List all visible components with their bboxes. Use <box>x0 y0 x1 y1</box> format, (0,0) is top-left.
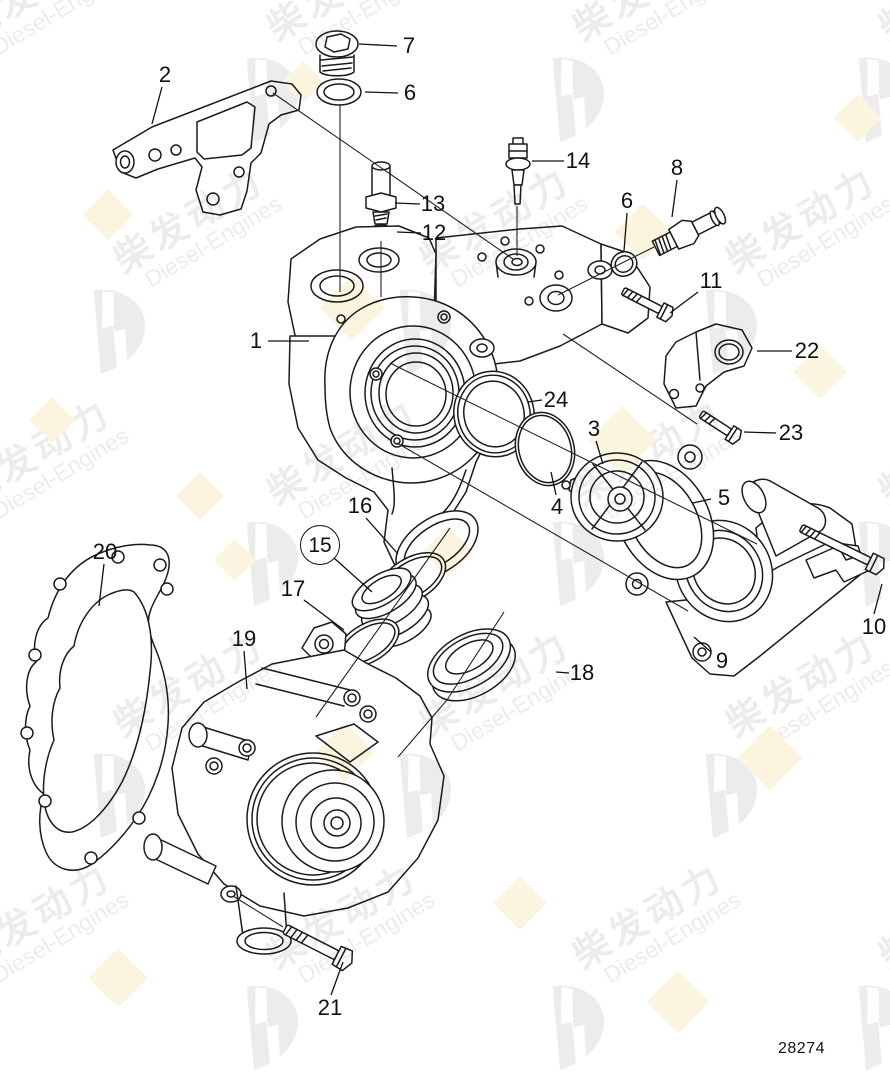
plug-part-7 <box>315 30 359 77</box>
thermostat-part-3 <box>561 452 664 542</box>
hose-fitting-part-8 <box>651 206 727 257</box>
o-ring-part-4 <box>514 411 576 487</box>
bolt-part-21 <box>282 924 354 972</box>
threaded-sleeve-part-15 <box>351 567 432 648</box>
bolt-part-23 <box>698 410 743 445</box>
seal-collar-part-18 <box>426 628 516 702</box>
pump-pulley <box>246 752 385 886</box>
pump-gasket-part-20 <box>20 543 174 871</box>
assembly-axis-lines <box>232 92 758 928</box>
bolt-part-11 <box>621 287 674 323</box>
sensor-part-14 <box>505 137 531 205</box>
drawing-number: 28274 <box>778 1040 825 1057</box>
callout-leader-lines <box>98 43 883 996</box>
o-ring-part-6-upper <box>316 78 362 106</box>
nipple-part-13 <box>365 161 397 225</box>
bracket-plate-part-2 <box>112 80 302 216</box>
bracket-part-22 <box>663 323 753 409</box>
